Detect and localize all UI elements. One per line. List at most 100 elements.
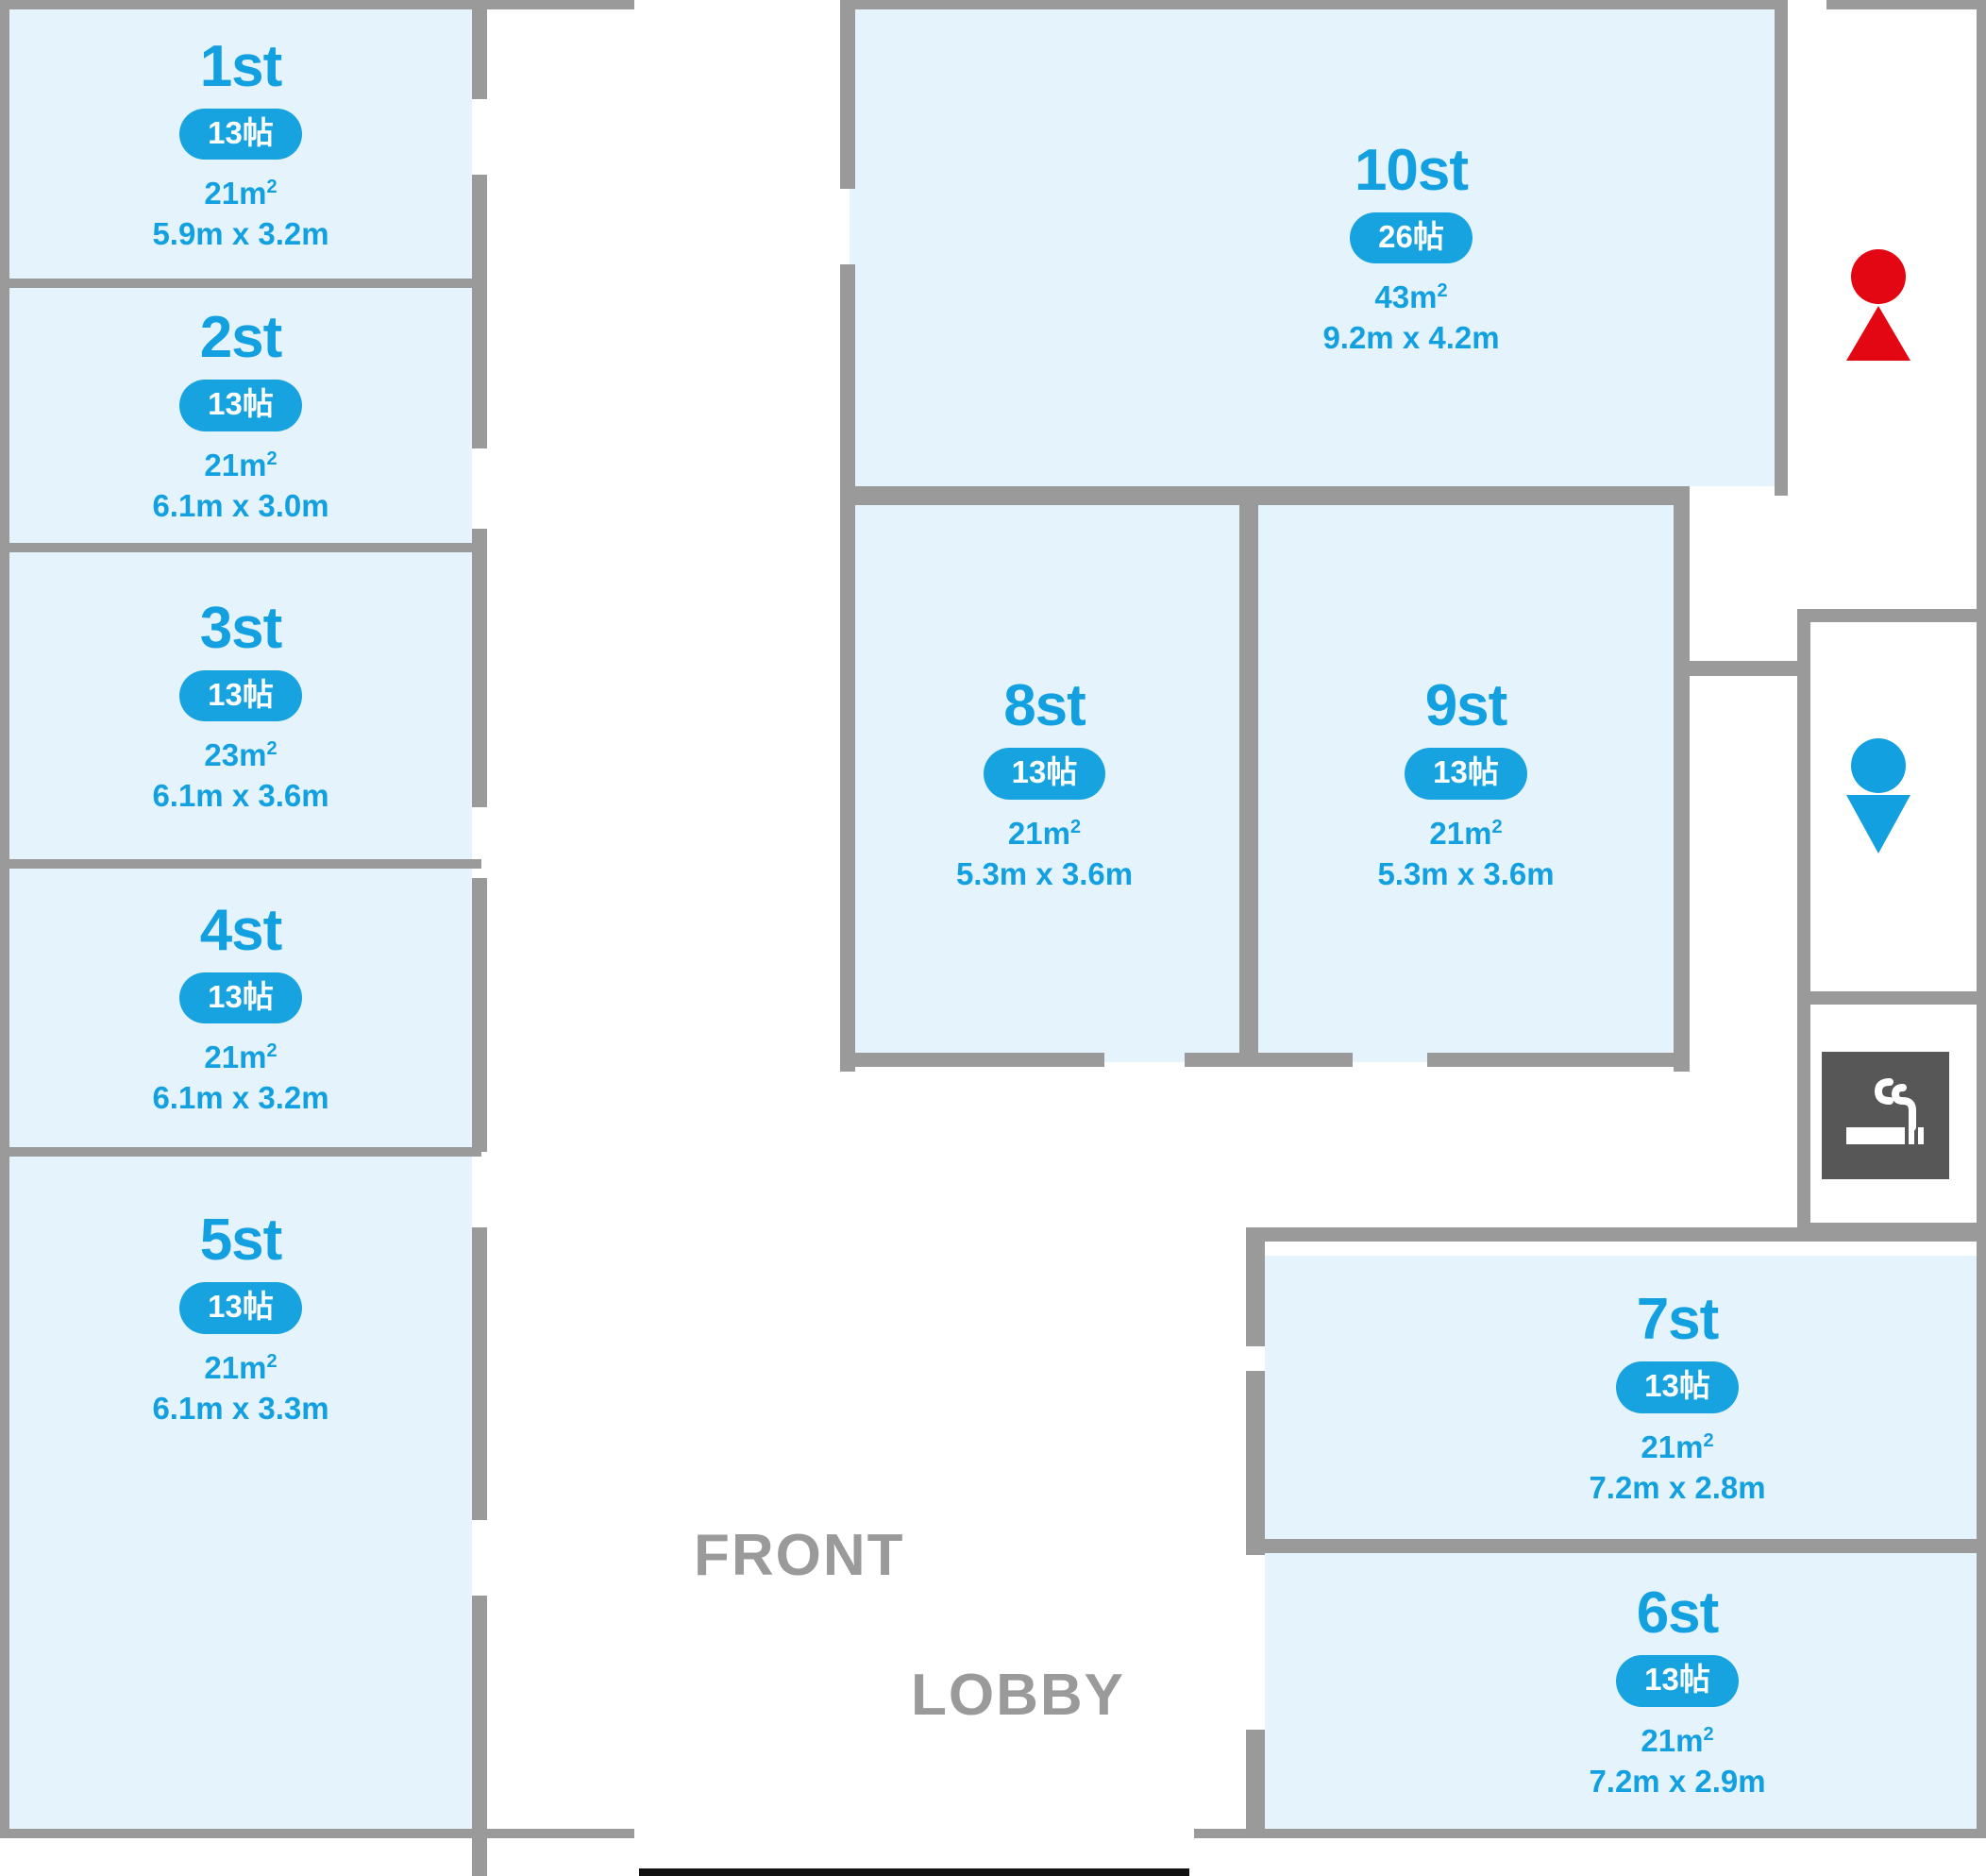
room-label-block: 2st 13帖 21m2 6.1m x 3.0m: [152, 307, 328, 523]
wall-divider-7st-6st: [1246, 1539, 1986, 1553]
wall-8st-bottom-left: [840, 1053, 1104, 1067]
room-tatami-badge: 13帖: [179, 380, 302, 431]
womens-restroom-body: [1846, 306, 1910, 361]
wall-8st-bottom-right: [1185, 1053, 1258, 1067]
wall-smoking-room-left: [1797, 1005, 1810, 1236]
room-area: 21m2: [1429, 815, 1503, 851]
room-area: 21m2: [204, 176, 278, 211]
wall-restroom-block-top: [1797, 609, 1986, 622]
room-name: 10st: [1354, 137, 1469, 203]
room-label-block: 5st 13帖 21m2 6.1m x 3.3m: [152, 1209, 328, 1426]
room-4st[interactable]: 4st 13帖 21m2 6.1m x 3.2m: [9, 869, 472, 1147]
area-label-front: FRONT: [694, 1523, 905, 1588]
room-6st[interactable]: 6st 13帖 21m2 7.2m x 2.9m: [1265, 1553, 1977, 1829]
wall-outer-top-right: [1826, 0, 1986, 9]
mens-restroom-body: [1846, 795, 1910, 853]
wall-corridor-right-seg2: [840, 264, 855, 505]
wall-9st-right-seg2: [1674, 675, 1690, 1072]
wall-10st-right: [1775, 0, 1788, 496]
wall-9st-right-seg1: [1674, 486, 1690, 675]
room-dimensions: 6.1m x 3.6m: [152, 778, 329, 814]
room-10st[interactable]: 10st 26帖 43m2 9.2m x 4.2m: [850, 9, 1784, 486]
room-dimensions: 7.2m x 2.9m: [1589, 1763, 1766, 1799]
room-name: 2st: [199, 305, 283, 371]
wall-corridor-left-seg4: [472, 878, 487, 1152]
room-tatami-badge: 13帖: [983, 748, 1106, 800]
wall-9st-bottom-right: [1427, 1053, 1690, 1067]
room-label-block: 1st 13帖 21m2 5.9m x 3.2m: [152, 36, 328, 252]
wall-divider-10st-row: [840, 486, 1690, 505]
room-1st[interactable]: 1st 13帖 21m2 5.9m x 3.2m: [9, 9, 472, 279]
wall-outer-bottom-left: [0, 1829, 634, 1838]
room-area: 23m2: [204, 737, 278, 773]
room-name: 3st: [199, 595, 283, 661]
room-label-block: 8st 13帖 21m2 5.3m x 3.6m: [956, 675, 1133, 891]
wall-divider-4st-5st: [0, 1147, 481, 1157]
room-dimensions: 6.1m x 3.2m: [152, 1080, 329, 1116]
mens-restroom-head: [1851, 738, 1906, 793]
room-label-block: 4st 13帖 21m2 6.1m x 3.2m: [152, 900, 328, 1116]
wall-divider-2st-3st: [0, 543, 481, 552]
womens-restroom-icon: [1846, 249, 1910, 361]
room-label-block: 3st 13帖 23m2 6.1m x 3.6m: [152, 598, 328, 814]
area-label-lobby: LOBBY: [911, 1663, 1125, 1728]
wall-7st-top: [1246, 1227, 1977, 1242]
room-tatami-badge: 13帖: [179, 1282, 302, 1334]
wall-corridor-right-seg3: [840, 505, 855, 1072]
room-dimensions: 6.1m x 3.3m: [152, 1390, 329, 1426]
wall-corridor-left-seg6: [472, 1596, 487, 1876]
wall-6st-left: [1246, 1730, 1265, 1838]
room-area: 21m2: [1007, 815, 1082, 851]
room-dimensions: 5.3m x 3.6m: [955, 855, 1134, 891]
room-tatami-badge: 13帖: [1405, 748, 1527, 800]
room-7st[interactable]: 7st 13帖 21m2 7.2m x 2.8m: [1265, 1256, 1977, 1539]
room-area: 21m2: [204, 1039, 278, 1075]
room-8st[interactable]: 8st 13帖 21m2 5.3m x 3.6m: [850, 505, 1239, 1062]
entrance-threshold-line: [639, 1868, 1189, 1876]
room-name: 7st: [1636, 1287, 1720, 1353]
room-name: 8st: [1003, 673, 1086, 739]
wall-corridor-left-seg3: [472, 529, 487, 807]
wall-9st-right-stub: [1674, 661, 1810, 676]
wall-corridor-left-seg1: [472, 0, 487, 99]
room-name: 4st: [199, 897, 283, 963]
womens-restroom-head: [1851, 249, 1906, 304]
room-tatami-badge: 26帖: [1350, 211, 1473, 264]
wall-9st-bottom-left: [1258, 1053, 1353, 1067]
wall-outer-top-left: [0, 0, 634, 9]
room-label-block: 7st 13帖 21m2 7.2m x 2.8m: [1589, 1289, 1765, 1505]
wall-7st-left-seg2: [1246, 1371, 1265, 1555]
smoking-area-icon: [1822, 1052, 1949, 1179]
room-area: 21m2: [1641, 1428, 1714, 1464]
wall-restroom-smoking-divider: [1797, 991, 1986, 1005]
room-label-block: 10st 26帖 43m2 9.2m x 4.2m: [1322, 140, 1499, 356]
mens-restroom-icon: [1846, 738, 1910, 853]
room-tatami-badge: 13帖: [1616, 1361, 1739, 1413]
room-label-block: 6st 13帖 21m2 7.2m x 2.9m: [1589, 1582, 1765, 1799]
wall-corridor-left-seg2: [472, 175, 487, 448]
room-tatami-badge: 13帖: [1616, 1655, 1739, 1707]
room-dimensions: 7.2m x 2.8m: [1589, 1469, 1766, 1505]
wall-divider-1st-2st: [0, 279, 481, 288]
room-dimensions: 9.2m x 4.2m: [1322, 320, 1500, 356]
wall-corridor-left-seg5: [472, 1227, 487, 1520]
wall-restroom-block-left: [1797, 609, 1810, 1006]
wall-divider-3st-4st: [0, 859, 481, 869]
room-area: 43m2: [1374, 279, 1448, 315]
wall-corridor-right-seg1: [840, 0, 855, 189]
wall-outer-top-center: [840, 0, 1784, 9]
room-dimensions: 5.3m x 3.6m: [1377, 855, 1555, 891]
room-tatami-badge: 13帖: [179, 972, 302, 1024]
room-dimensions: 5.9m x 3.2m: [152, 216, 329, 252]
wall-7st-left-seg1: [1246, 1227, 1265, 1346]
room-2st[interactable]: 2st 13帖 21m2 6.1m x 3.0m: [9, 288, 472, 543]
wall-outer-bottom-right: [1194, 1829, 1986, 1838]
wall-outer-left: [0, 0, 9, 1838]
room-tatami-badge: 13帖: [179, 108, 302, 161]
room-tatami-badge: 13帖: [179, 669, 302, 722]
room-5st[interactable]: 5st 13帖 21m2 6.1m x 3.3m: [9, 1157, 472, 1829]
wall-divider-8st-9st: [1239, 505, 1258, 1062]
room-9st[interactable]: 9st 13帖 21m2 5.3m x 3.6m: [1258, 505, 1674, 1062]
room-3st[interactable]: 3st 13帖 23m2 6.1m x 3.6m: [9, 552, 472, 859]
